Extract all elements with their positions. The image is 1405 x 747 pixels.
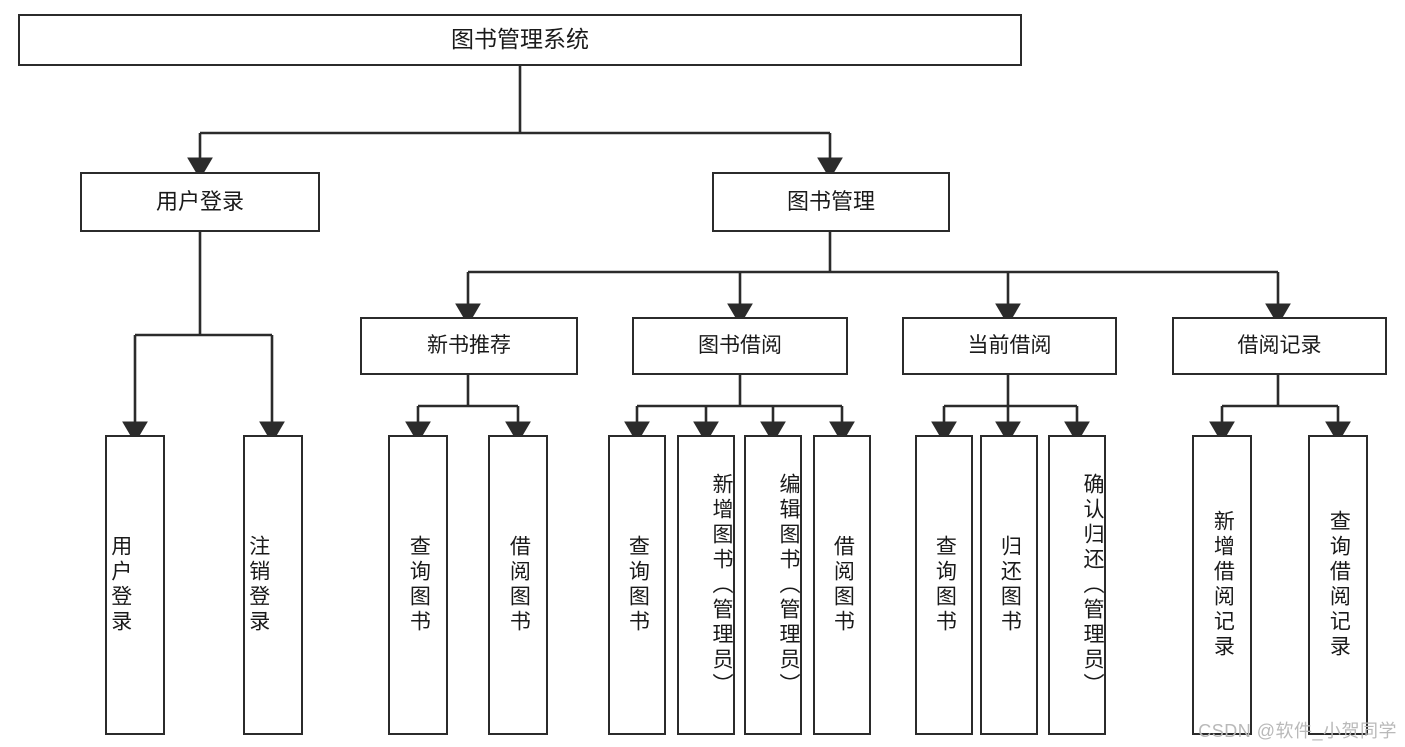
node-label: 新增图书（管理员） [710,472,733,698]
leaf-search-books-borrow[interactable]: 查询图书 [608,435,666,735]
node-current-borrow[interactable]: 当前借阅 [902,317,1117,375]
node-label: 图书管理系统 [451,26,589,53]
leaf-logout[interactable]: 注销登录 [243,435,303,735]
node-label: 用户登录 [108,535,132,635]
node-book-borrow[interactable]: 图书借阅 [632,317,848,375]
node-label: 借阅图书 [507,535,531,635]
leaf-return-books[interactable]: 归还图书 [980,435,1038,735]
leaf-search-books-recommend[interactable]: 查询图书 [388,435,448,735]
node-user-login[interactable]: 用户登录 [80,172,320,232]
node-label: 查询图书 [933,535,957,635]
node-root-system[interactable]: 图书管理系统 [18,14,1022,66]
watermark-text: CSDN @软件_小贺同学 [1198,721,1397,741]
node-label: 当前借阅 [967,333,1052,357]
node-label: 查询借阅记录 [1327,510,1351,660]
node-book-management[interactable]: 图书管理 [712,172,950,232]
leaf-search-borrow-record[interactable]: 查询借阅记录 [1308,435,1368,735]
node-label: 新书推荐 [427,333,511,357]
leaf-confirm-return-admin[interactable]: 确认归还（管理员） [1048,435,1106,735]
node-label: 借阅图书 [831,535,855,635]
leaf-borrow-books-recommend[interactable]: 借阅图书 [488,435,548,735]
node-label: 查询图书 [626,535,650,635]
leaf-user-login[interactable]: 用户登录 [105,435,165,735]
node-borrow-records[interactable]: 借阅记录 [1172,317,1387,375]
leaf-search-books-current[interactable]: 查询图书 [915,435,973,735]
node-new-book-recommend[interactable]: 新书推荐 [360,317,578,375]
node-label: 查询图书 [407,535,431,635]
node-label: 借阅记录 [1237,333,1322,357]
leaf-borrow-books-borrow[interactable]: 借阅图书 [813,435,871,735]
node-label: 编辑图书（管理员） [777,472,800,698]
node-label: 新增借阅记录 [1211,510,1235,660]
node-label: 用户登录 [155,189,244,215]
node-label: 归还图书 [998,535,1022,635]
node-label: 图书借阅 [698,333,782,357]
node-label: 确认归还（管理员） [1081,472,1104,698]
leaf-add-book-admin[interactable]: 新增图书（管理员） [677,435,735,735]
node-label: 图书管理 [786,189,875,215]
node-label: 注销登录 [246,535,270,635]
leaf-edit-book-admin[interactable]: 编辑图书（管理员） [744,435,802,735]
leaf-add-borrow-record[interactable]: 新增借阅记录 [1192,435,1252,735]
